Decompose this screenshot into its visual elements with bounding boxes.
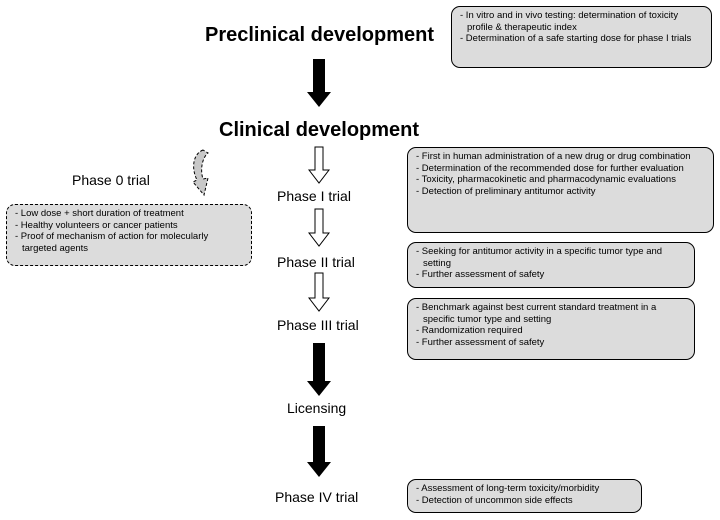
- note-item: - Healthy volunteers or cancer patients: [15, 219, 178, 231]
- note-item: - Assessment of long-term toxicity/morbi…: [416, 483, 600, 494]
- curved-dashed-arrow-icon: [192, 149, 209, 197]
- note-item: - Seeking for antitumor activity in a sp…: [416, 246, 663, 269]
- note-phase-0: - Low dose + short duration of treatment…: [6, 204, 252, 266]
- solid-arrow-down-icon: [307, 426, 331, 477]
- note-phase-3: - Benchmark against best current standar…: [407, 298, 695, 360]
- note-item: - Further assessment of safety: [416, 336, 545, 348]
- note-item: - First in human administration of a new…: [416, 151, 691, 162]
- note-item: - Low dose + short duration of treatment: [15, 208, 184, 219]
- stage-phase-1-trial: Phase I trial: [277, 188, 351, 204]
- stage-preclinical-development: Preclinical development: [205, 24, 434, 46]
- hollow-arrow-down-icon: [307, 272, 331, 312]
- note-item: - Benchmark against best current standar…: [416, 302, 657, 325]
- stage-phase-3-trial: Phase III trial: [277, 317, 359, 333]
- stage-phase-2-trial: Phase II trial: [277, 254, 355, 270]
- note-item: - Randomization required: [416, 325, 523, 337]
- note-item: - Toxicity, pharmacokinetic and pharmaco…: [416, 174, 676, 186]
- hollow-arrow-down-icon: [307, 146, 331, 184]
- stage-licensing: Licensing: [287, 400, 347, 416]
- stage-phase-4-trial: Phase IV trial: [275, 489, 359, 505]
- note-item: - In vitro and in vivo testing: determin…: [460, 10, 679, 33]
- note-item: - Detection of uncommon side effects: [416, 494, 573, 506]
- note-item: - Further assessment of safety: [416, 269, 545, 281]
- hollow-arrow-down-icon: [307, 208, 331, 247]
- note-phase-1: - First in human administration of a new…: [407, 147, 714, 233]
- solid-arrow-down-icon: [307, 343, 331, 396]
- note-item: - Proof of mechanism of action for molec…: [15, 231, 209, 254]
- note-item: - Determination of a safe starting dose …: [460, 33, 692, 45]
- note-item: - Detection of preliminary antitumor act…: [416, 185, 596, 197]
- stage-phase-0-trial: Phase 0 trial: [72, 172, 150, 188]
- stage-clinical-development: Clinical development: [219, 119, 420, 141]
- note-phase-4: - Assessment of long-term toxicity/morbi…: [407, 479, 642, 513]
- note-item: - Determination of the recommended dose …: [416, 162, 684, 174]
- solid-arrow-down-icon: [307, 59, 331, 107]
- note-preclinical: - In vitro and in vivo testing: determin…: [451, 6, 712, 68]
- note-phase-2: - Seeking for antitumor activity in a sp…: [407, 242, 695, 288]
